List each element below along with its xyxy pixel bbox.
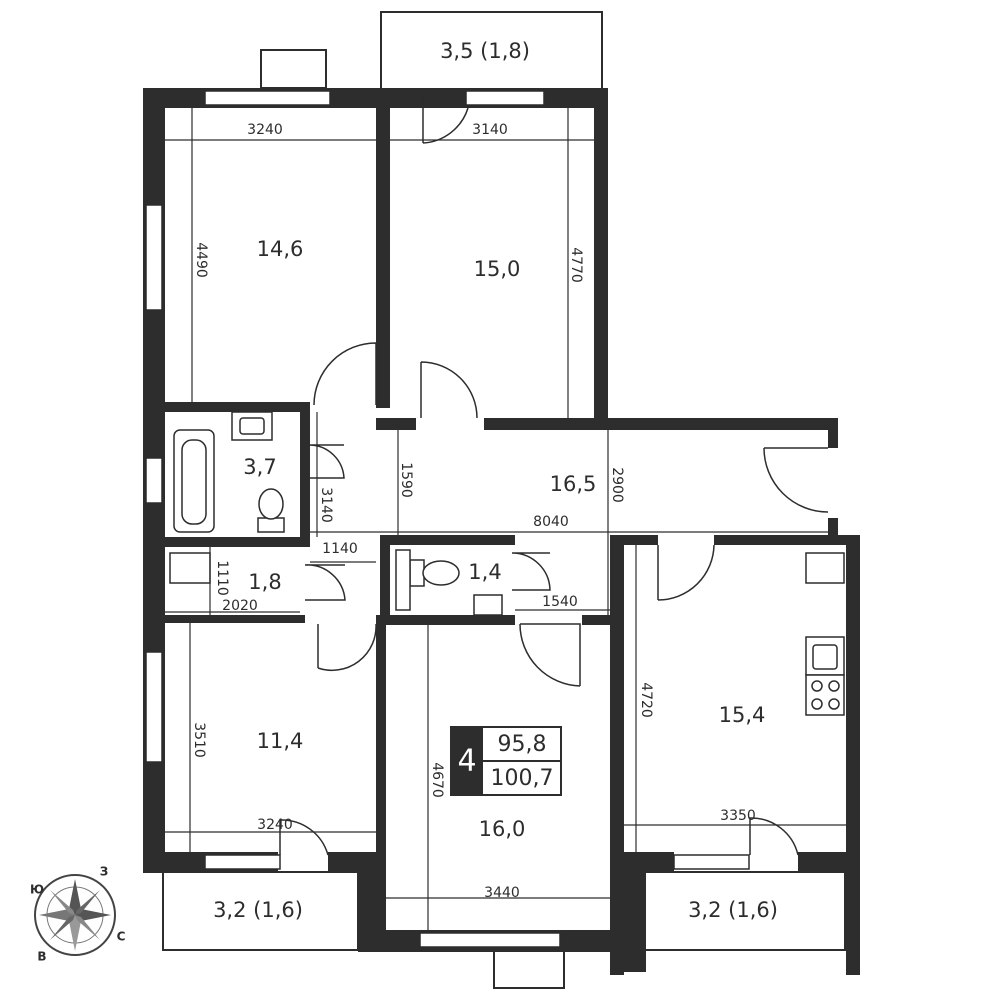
dim-3140-top: 3140 — [472, 122, 508, 138]
area-balcony-bottom-left: 3,2 (1,6) — [213, 898, 303, 922]
dim-1590: 1590 — [398, 462, 414, 498]
compass-e: С — [117, 930, 126, 944]
kitchen-unit — [805, 552, 845, 584]
area-bathroom: 3,7 — [243, 455, 276, 479]
area-kitchen: 15,4 — [719, 703, 766, 727]
area-storage: 1,8 — [248, 570, 281, 594]
bath-toilet — [257, 517, 285, 533]
dim-3240-bottom: 3240 — [257, 817, 293, 833]
kitchen-stove — [805, 674, 845, 716]
area-bedroom-bottom-left: 11,4 — [257, 729, 304, 753]
dim-4490: 4490 — [193, 242, 209, 278]
dimension-labels: 3240 4490 3140 4770 3140 1590 2900 8040 … — [191, 122, 756, 901]
dim-1140: 1140 — [322, 541, 358, 557]
dim-3440: 3440 — [484, 885, 520, 901]
dim-4670: 4670 — [429, 762, 445, 798]
doors — [279, 92, 829, 856]
toilet-seat — [409, 559, 425, 587]
dim-2900: 2900 — [609, 467, 625, 503]
dim-1110: 1110 — [214, 560, 230, 596]
room-areas: 14,6 15,0 3,7 16,5 1,8 1,4 11,4 16,0 15,… — [213, 39, 778, 922]
compass-w: Ю — [30, 883, 44, 897]
compass-n: З — [100, 865, 109, 879]
area-hall: 16,5 — [550, 472, 597, 496]
area-living-room: 16,0 — [479, 817, 526, 841]
dimension-lines — [165, 108, 846, 930]
total-area: 100,7 — [491, 766, 554, 791]
rooms-count: 4 — [457, 744, 476, 779]
area-balcony-top: 3,5 (1,8) — [440, 39, 530, 63]
windows — [145, 12, 750, 948]
dim-3240-top: 3240 — [247, 122, 283, 138]
dim-8040: 8040 — [533, 514, 569, 530]
storage-unit — [169, 552, 211, 584]
area-bedroom-top-left: 14,6 — [257, 237, 304, 261]
dim-2020: 2020 — [222, 598, 258, 614]
living-area: 95,8 — [498, 732, 547, 757]
walls — [143, 88, 860, 975]
area-toilet: 1,4 — [468, 560, 501, 584]
compass-s: В — [37, 950, 46, 964]
dim-3510: 3510 — [191, 722, 207, 758]
area-balcony-bottom-right: 3,2 (1,6) — [688, 898, 778, 922]
dim-1540: 1540 — [542, 594, 578, 610]
compass-icon: З Ю С В — [30, 865, 126, 964]
dim-3140-vertical: 3140 — [318, 487, 334, 523]
summary-badge: 4 95,8 100,7 — [450, 726, 562, 796]
toilet-sink — [473, 594, 503, 616]
dim-4720: 4720 — [638, 682, 654, 718]
dim-3350: 3350 — [720, 808, 756, 824]
fixtures — [169, 411, 845, 716]
dim-4770: 4770 — [568, 247, 584, 283]
area-bedroom-top-right: 15,0 — [474, 257, 521, 281]
